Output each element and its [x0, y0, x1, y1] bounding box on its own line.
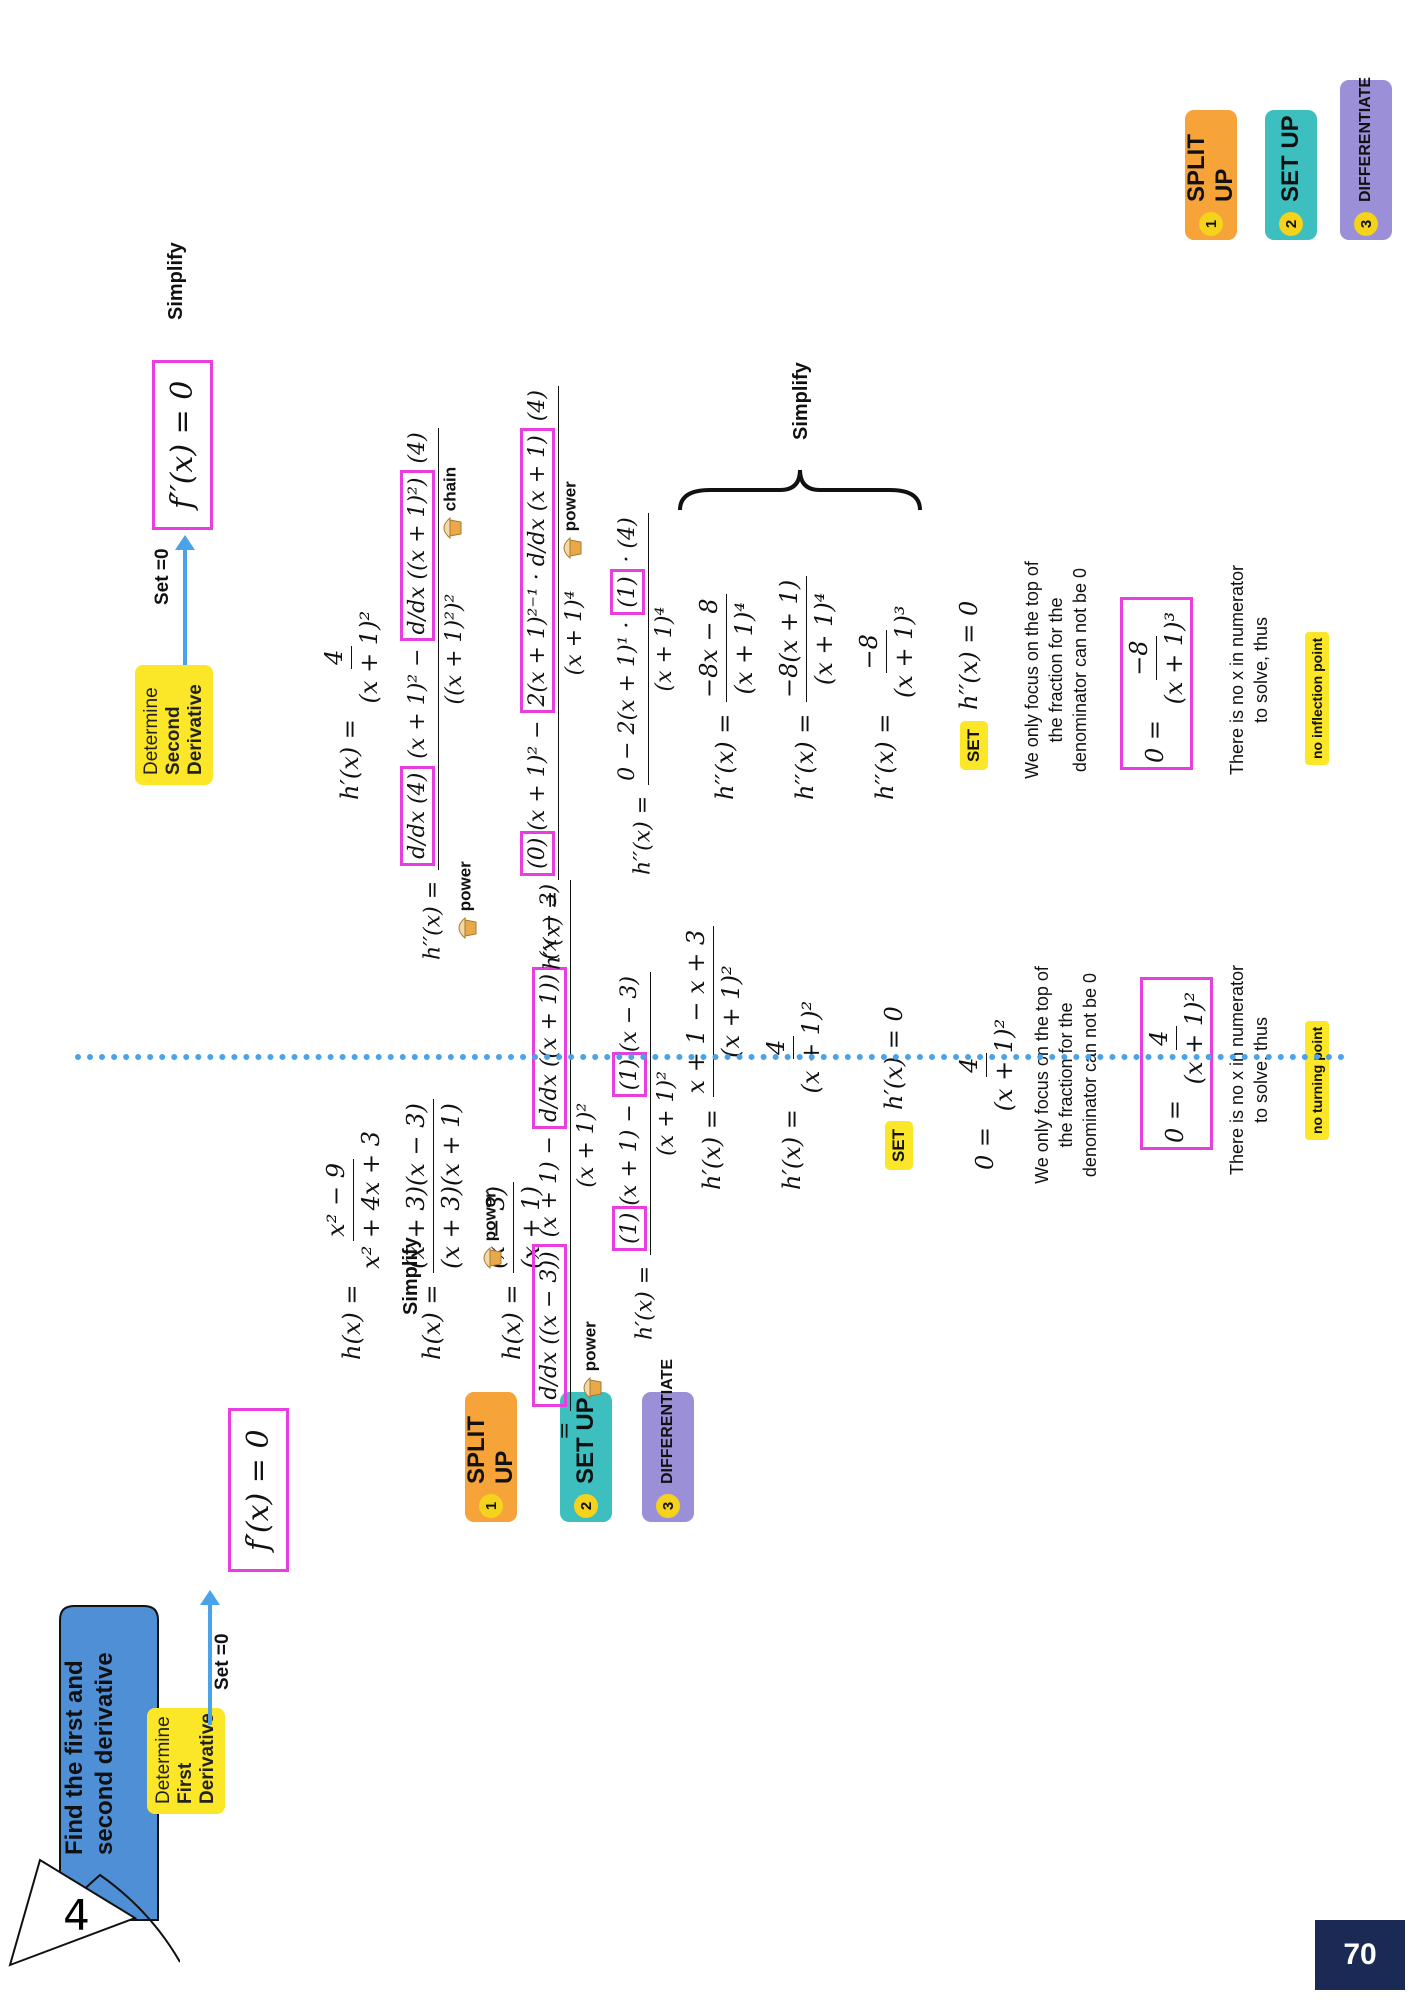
step-split-up-right: 1 SPLIT UP — [1183, 110, 1238, 240]
brace — [678, 469, 922, 511]
determine-first-line3: Derivative — [197, 1713, 218, 1804]
step-differentiate-left: 3 DIFFERENTIATE — [642, 1359, 694, 1522]
conclusion-left: There is no x in numerator to solve, thu… — [1227, 964, 1271, 1176]
set-eq-right: h′′(x) = 0 — [955, 600, 983, 710]
power-label-left-1: power — [580, 1321, 602, 1400]
divider — [75, 1054, 1345, 1060]
simplify-left: Simplify — [400, 1237, 422, 1315]
set-arrow-first — [200, 1590, 220, 1725]
eq-h-2: h(x) = (x + 3)(x − 3)(x + 3)(x + 1) — [402, 1095, 465, 1360]
step-label: DIFFERENTIATE — [1357, 76, 1374, 202]
step-number: 3 — [1354, 212, 1378, 236]
eq-hdoubleprime-3: h′′(x) = −8x − 8(x + 1)⁴ — [695, 590, 758, 800]
target-second: f′′(x) = 0 — [152, 359, 213, 530]
note-left: We only focus on the top of the fraction… — [1032, 966, 1100, 1184]
determine-second-line3: Derivative — [185, 684, 206, 775]
eq-zero-right: 0 = −8(x + 1)³ — [1120, 596, 1193, 770]
note-right: We only focus on the top of the fraction… — [1022, 561, 1090, 779]
step-number: 2 — [1279, 212, 1303, 236]
muffin-icon — [483, 1246, 502, 1270]
title-banner-shape — [8, 1605, 180, 1967]
result-right: no inflection point — [1305, 631, 1329, 765]
eq-hdoubleprime-1: h′′(x) = (0)(x + 1)² − 2(x + 1)²⁻¹ · d/d… — [520, 382, 587, 970]
step-differentiate-right: 3 DIFFERENTIATE — [1340, 76, 1392, 240]
result-left: no turning point — [1305, 1020, 1329, 1140]
power-label-right-1: power — [455, 861, 477, 940]
set-label-first: Set =0 — [212, 1633, 233, 1690]
step-label: SPLIT UP — [1183, 133, 1238, 202]
page-number: 70 — [1315, 1920, 1405, 1990]
section-title: Find the first and second derivative — [60, 1652, 120, 1855]
step-number: 3 — [656, 1494, 680, 1518]
eq-zero-left-2: 0 = 4(x + 1)² — [1140, 976, 1213, 1150]
step-split-up-left: 1 SPLIT UP — [463, 1392, 518, 1522]
chain-label: chain — [440, 467, 462, 540]
step-set-up-right: 2 SET UP — [1265, 110, 1317, 240]
eq-zero-left-1: 0 = 4(x + 1)² — [955, 1018, 1018, 1170]
power-label-right-2: power — [560, 481, 582, 560]
muffin-icon — [583, 1376, 602, 1400]
determine-second-tag: Determine Second Derivative — [135, 665, 213, 785]
simplify-right-mid: Simplify — [790, 362, 812, 440]
set-label-second: Set =0 — [152, 548, 173, 605]
muffin-icon — [443, 516, 462, 540]
set-badge-left: SET — [885, 1120, 913, 1170]
set-arrow-second — [175, 535, 195, 665]
eq-hdoubleprime-5: h′′(x) = −8(x + 1)³ — [855, 605, 918, 800]
step-number: 1 — [479, 1494, 503, 1518]
step-label: DIFFERENTIATE — [659, 1358, 676, 1484]
title-line-2: second derivative — [91, 1652, 118, 1855]
simplify-right-top: Simplify — [165, 242, 187, 320]
title-line-1: Find the first and — [61, 1660, 88, 1855]
determine-second-line2: Second — [163, 706, 184, 775]
set-badge-right: SET — [960, 720, 988, 770]
step-number: 1 — [1199, 212, 1223, 236]
eq-hdoubleprime-4: h′′(x) = −8(x + 1)(x + 1)⁴ — [775, 572, 838, 800]
eq-hprime-1: h′(x) = (1)(x + 1) − (1)(x − 3)(x + 1)² — [612, 968, 679, 1340]
step-number: 2 — [574, 1494, 598, 1518]
conclusion-right: There is no x in numerator to solve, thu… — [1227, 564, 1271, 776]
step-label: SPLIT UP — [463, 1415, 518, 1484]
eq-hprime-start: h′(x) = 4(x + 1)² — [320, 610, 383, 800]
power-label-left-2: power — [480, 1191, 502, 1270]
step-label: SET UP — [1277, 115, 1304, 202]
determine-first-line2: First — [175, 1762, 196, 1804]
muffin-icon — [563, 536, 582, 560]
section-number: 4 — [63, 1890, 90, 1940]
eq-hprime-3: h′(x) = 4(x + 1)² — [762, 1000, 825, 1190]
determine-second-line1: Determine — [141, 687, 162, 775]
muffin-icon — [458, 916, 477, 940]
target-first: f′(x) = 0 — [228, 1408, 289, 1572]
eq-hdoubleprime-2: h′′(x) = 0 − 2(x + 1)¹ · (1) · (4)(x + 1… — [610, 509, 677, 875]
